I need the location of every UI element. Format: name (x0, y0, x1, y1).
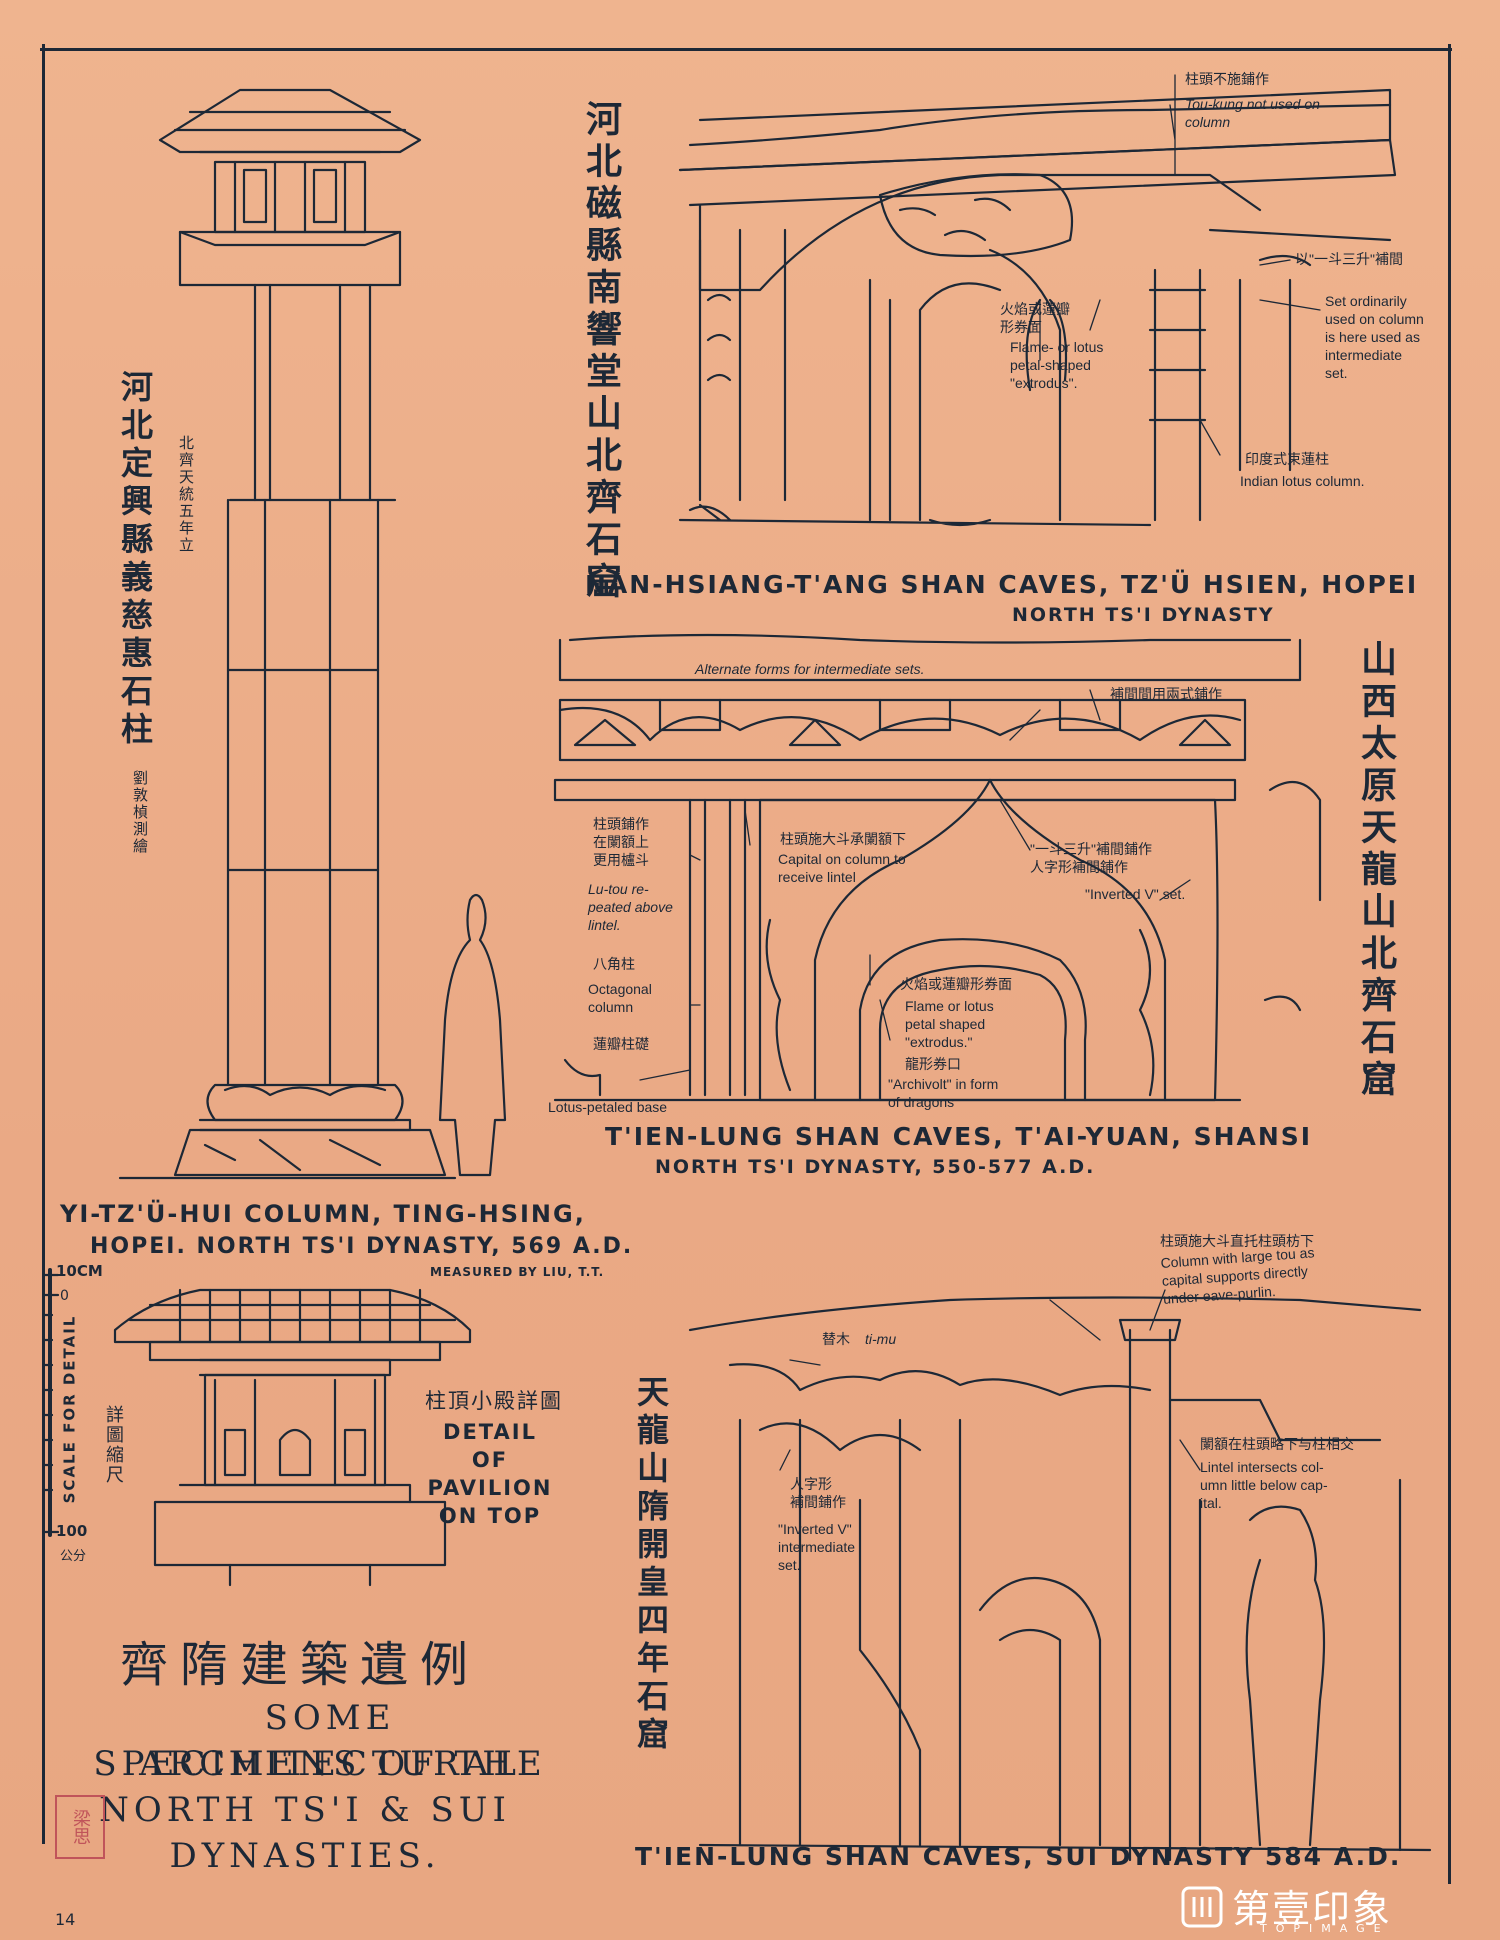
note-set-en: Set ordinarily used on column is here us… (1325, 293, 1424, 381)
note-toukung-en: Tou-kung not used on column (1185, 96, 1320, 130)
main-title-cn: 齊隋建築遺例 (120, 1637, 481, 1693)
pavilion-detail-label-cn: 柱頂小殿詳圖 (425, 1389, 563, 1413)
main-title-en-line1: SOME ARCHITECTURAL (139, 1698, 521, 1784)
note-flame-en: Flame- or lotus petal-shaped "extrodus". (1010, 339, 1104, 391)
tien-lung-sui-title-cn: 天龍山隋開皇四年石窟 (632, 1375, 670, 1755)
note-invv-en: "Inverted V" set. (1085, 886, 1186, 902)
note-capital-cn: 柱頭施大斗承闌額下 (780, 831, 906, 847)
watermark-cn: 第壹印象 (1232, 1887, 1393, 1931)
note-flame2-cn: 火焰或蓮瓣形券面 (900, 976, 1012, 992)
scale-top-label: 10CM (56, 1262, 103, 1280)
note-octagonal-en: Octagonal column (588, 981, 652, 1015)
yi-tzu-hui-column-drawing (118, 88, 507, 1180)
frame-left (42, 44, 45, 1844)
note-lutou-en: Lu-tou re- peated above lintel. (588, 881, 673, 933)
note-sui-invv-en: "Inverted V" intermediate set. (778, 1521, 856, 1573)
nan-hsiang-tang-drawing (678, 88, 1397, 527)
page-number: 14 (55, 1910, 76, 1929)
note-column-cn: 柱頭施大斗直托柱頭枋下 (1160, 1233, 1314, 1249)
note-base-cn: 蓮瓣柱礎 (593, 1036, 649, 1052)
note-timu-cn: 替木 (822, 1331, 850, 1347)
scale-unit-label: 公分 (60, 1549, 87, 1564)
nan-hsiang-tang-caption-line2: NORTH TS'I DYNASTY (1012, 604, 1275, 626)
yi-tzu-column-title-cn: 河北定興縣義慈惠石柱 (116, 370, 154, 750)
measured-by-label: MEASURED BY LIU, T.T. (430, 1265, 605, 1279)
note-lutou-cn: 柱頭鋪作 在闌額上 更用櫨斗 (593, 816, 649, 868)
note-lotus-cn: 印度式束蓮柱 (1245, 451, 1329, 467)
yi-tzu-column-caption-line1: YI-TZ'Ü-HUI COLUMN, TING-HSING, (60, 1200, 586, 1228)
nan-hsiang-tang-title-cn: 河北磁縣南響堂山北齊石窟 (580, 100, 622, 604)
frame-right (1448, 44, 1451, 1884)
note-sui-invv-cn: 人字形 補間鋪作 (790, 1476, 846, 1510)
tien-lung-sui-drawing (688, 1296, 1432, 1862)
scale-label-cn: 詳圖縮尺 (103, 1405, 124, 1485)
note-invv-cn: "一斗三升"補間鋪作 人字形補間鋪作 (1030, 841, 1152, 875)
scale-zero-label: 0 (60, 1288, 69, 1304)
note-alternate-cn: 補間間用兩式鋪作 (1110, 686, 1222, 702)
note-column-en: Column with large tou as capital support… (1160, 1244, 1315, 1307)
stamp-icon (1181, 1886, 1223, 1928)
yi-tzu-column-surveyor-cn: 劉敦楨測繪 (131, 770, 149, 855)
note-dragon-cn: 龍形券口 (905, 1056, 961, 1072)
note-lintel-cn: 闌額在柱頭略下与柱相交 (1200, 1436, 1354, 1452)
note-lotus-en: Indian lotus column. (1240, 473, 1365, 489)
nan-hsiang-tang-caption-line1: NAN-HSIANG-T'ANG SHAN CAVES, TZ'Ü HSIEN,… (585, 570, 1419, 599)
tien-lung-ts-i-title-cn: 山西太原天龍山北齊石窟 (1355, 640, 1397, 1102)
note-base-en: Lotus-petaled base (548, 1099, 668, 1115)
watermark-en: TOPIMAGE (1260, 1922, 1390, 1935)
note-toukung-cn: 柱頭不施鋪作 (1185, 71, 1269, 87)
note-capital-en: Capital on column to receive lintel (778, 851, 906, 885)
yi-tzu-column-caption-line2: HOPEI. NORTH TS'I DYNASTY, 569 A.D. (90, 1234, 634, 1259)
yi-tzu-column-date-cn: 北齊天統五年立 (177, 435, 195, 554)
pavilion-detail-drawing (42, 1268, 472, 1587)
scale-for-detail-label: SCALE FOR DETAIL (60, 1314, 79, 1504)
tien-lung-sui-caption: T'IEN-LUNG SHAN CAVES, SUI DYNASTY 584 A… (635, 1842, 1402, 1871)
note-flame2-en: Flame or lotus petal shaped "extrodus." (905, 998, 994, 1050)
pavilion-detail-label-en: DETAIL OF PAVILION ON TOP (427, 1420, 553, 1528)
main-title-en-line4: DYNASTIES. (169, 1836, 441, 1876)
note-octagonal-cn: 八角柱 (593, 956, 635, 972)
note-alternate-en: Alternate forms for intermediate sets. (695, 661, 925, 677)
main-title-en-line2: SPECIMENS OF THE (93, 1744, 547, 1784)
frame-top (40, 48, 1452, 51)
tien-lung-ts-i-caption-line2: NORTH TS'I DYNASTY, 550-577 A.D. (655, 1156, 1096, 1178)
main-title-en-line3: NORTH TS'I & SUI (99, 1790, 511, 1830)
note-set-cn: 以"一斗三升"補間 (1295, 251, 1403, 267)
note-lintel-en: Lintel intersects col- umn little below … (1200, 1459, 1328, 1511)
tien-lung-ts-i-drawing (553, 633, 1322, 1102)
red-seal-stamp: 梁思 (55, 1795, 105, 1859)
note-dragon-en: "Archivolt" in form of dragons (888, 1076, 999, 1110)
tien-lung-ts-i-caption-line1: T'IEN-LUNG SHAN CAVES, T'AI-YUAN, SHANSI (605, 1122, 1313, 1151)
scale-bottom-label: 100 (56, 1522, 88, 1540)
note-flame-cn: 火焰或蓮瓣 形券面 (1000, 301, 1070, 335)
note-timu-en: ti-mu (865, 1331, 897, 1347)
annotation-leaders (639, 74, 1321, 1471)
